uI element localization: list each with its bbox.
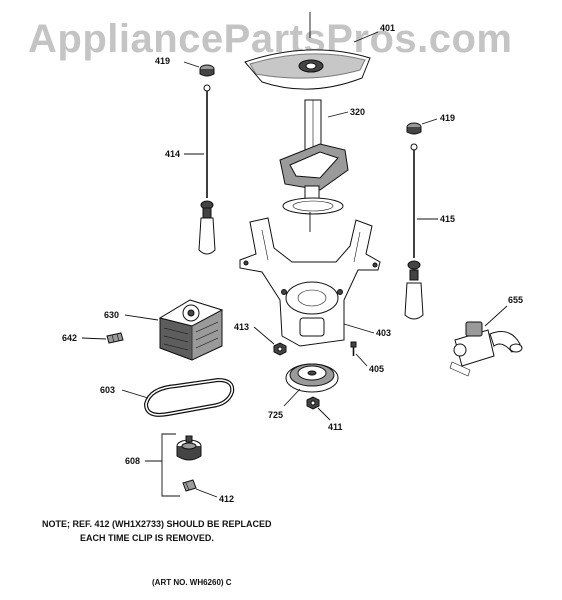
callout-415: 415 xyxy=(440,214,455,224)
note-line-2: EACH TIME CLIP IS REMOVED. xyxy=(80,533,214,543)
part-412-clip xyxy=(182,479,197,492)
part-608-pump-pulley xyxy=(176,435,202,461)
callout-630: 630 xyxy=(104,310,119,320)
part-642-clip xyxy=(106,332,124,344)
callout-608: 608 xyxy=(125,456,140,466)
part-414-suspension-rod xyxy=(198,84,216,255)
callout-419-left: 419 xyxy=(155,56,170,66)
part-415-suspension-rod xyxy=(404,143,424,320)
watermark-text: AppliancePartsPros.com xyxy=(28,17,513,61)
callout-320: 320 xyxy=(350,107,365,117)
part-630-motor xyxy=(158,299,224,361)
part-419-cap-right xyxy=(406,122,422,135)
callout-414: 414 xyxy=(165,149,180,159)
callout-413: 413 xyxy=(234,322,249,332)
callout-642: 642 xyxy=(62,333,77,343)
callout-419-right: 419 xyxy=(440,113,455,123)
note-line-1: NOTE; REF. 412 (WH1X2733) SHOULD BE REPL… xyxy=(42,519,272,529)
part-725-pulley xyxy=(285,363,339,393)
part-403-mounting-base xyxy=(239,217,381,347)
part-413-nut xyxy=(273,342,287,356)
part-603-belt xyxy=(143,377,235,417)
callout-401: 401 xyxy=(380,23,395,33)
part-411-nut xyxy=(306,396,320,410)
part-419-cap-left xyxy=(199,64,215,77)
callout-411: 411 xyxy=(328,422,343,432)
callout-405: 405 xyxy=(369,364,384,374)
callout-403: 403 xyxy=(376,328,391,338)
art-number: (ART NO. WH6260) C xyxy=(152,578,232,587)
callout-655: 655 xyxy=(508,295,523,305)
callout-725: 725 xyxy=(268,410,283,420)
part-655-water-valve xyxy=(449,321,523,377)
callout-603: 603 xyxy=(100,385,115,395)
part-320-transmission xyxy=(279,99,349,215)
callout-412: 412 xyxy=(219,494,234,504)
part-401-cover xyxy=(244,49,371,90)
part-405-bolt xyxy=(350,341,357,356)
